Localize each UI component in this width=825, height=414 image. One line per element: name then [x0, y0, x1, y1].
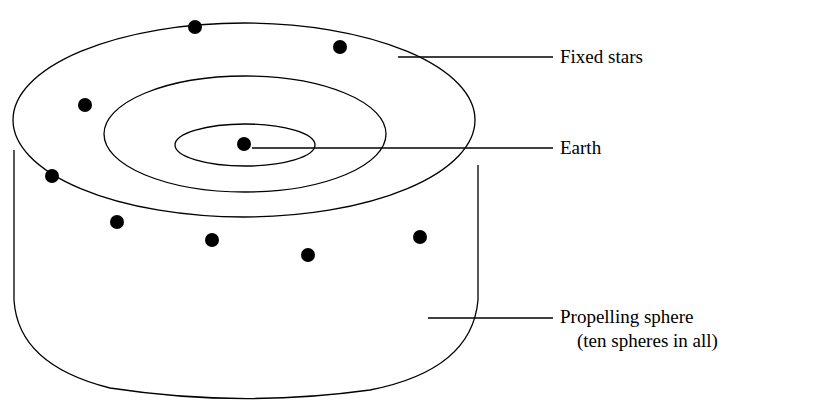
fixed-stars-label: Fixed stars	[560, 46, 643, 68]
star-dot	[205, 233, 219, 247]
star-dot	[333, 40, 347, 54]
propelling-sphere-body	[14, 150, 478, 399]
inner-ellipse	[175, 124, 315, 166]
outer-ellipse	[13, 23, 475, 217]
leader-line	[398, 56, 553, 57]
star-dot	[188, 20, 202, 34]
middle-ellipse	[104, 76, 386, 192]
propelling-sphere-label: Propelling sphere	[560, 306, 694, 328]
star-dot	[78, 98, 92, 112]
earth-label: Earth	[560, 137, 601, 159]
star-dot	[301, 248, 315, 262]
leader-line	[428, 317, 553, 318]
earth-dot	[237, 137, 251, 151]
sphere-count-note: (ten spheres in all)	[577, 330, 718, 352]
leader-line	[252, 147, 553, 148]
star-dot	[413, 230, 427, 244]
star-dot	[45, 169, 59, 183]
star-dot	[110, 215, 124, 229]
